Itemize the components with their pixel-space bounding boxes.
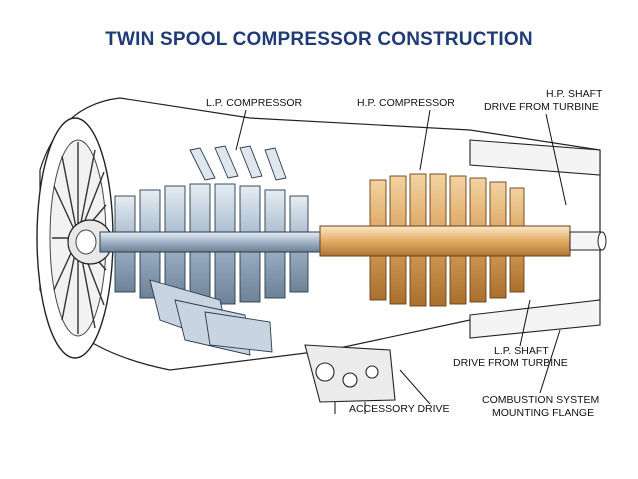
label-accessory-drive: ACCESSORY DRIVE [349, 403, 450, 415]
leader-lines [235, 109, 567, 405]
label-combustion-system: COMBUSTION SYSTEM [482, 394, 599, 406]
page-title: TWIN SPOOL COMPRESSOR CONSTRUCTION [105, 29, 533, 50]
label-mounting-flange: MOUNTING FLANGE [492, 407, 594, 419]
label-lp-shaft: L.P. SHAFT [494, 345, 549, 357]
combustion-mounting-flange [469, 139, 601, 339]
accessory-drive-gearbox [304, 344, 396, 414]
nose-bullet [67, 219, 113, 265]
label-hp-shaft: H.P. SHAFT [546, 88, 603, 100]
shaft-assembly [99, 225, 607, 257]
label-hp-compressor: H.P. COMPRESSOR [357, 97, 455, 109]
label-lp-compressor: L.P. COMPRESSOR [206, 97, 303, 109]
label-lp-shaft-drive: DRIVE FROM TURBINE [453, 357, 568, 369]
label-hp-shaft-drive: DRIVE FROM TURBINE [484, 101, 599, 113]
